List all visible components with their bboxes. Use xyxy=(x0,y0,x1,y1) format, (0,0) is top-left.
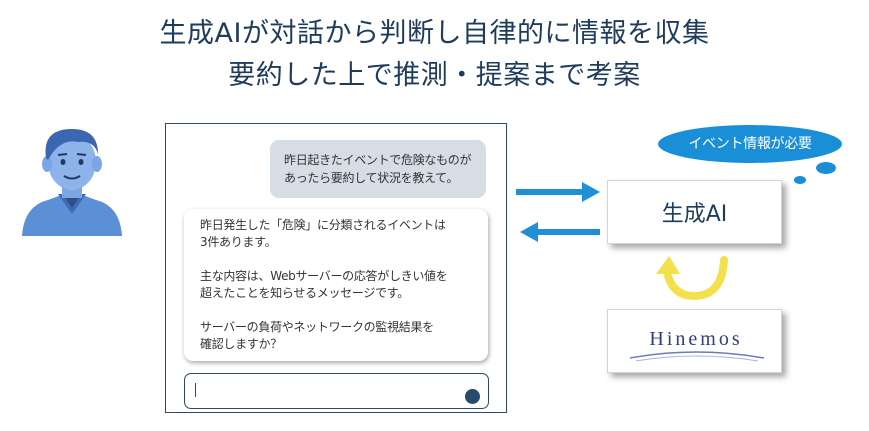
hinemos-box: Hinemos xyxy=(607,309,782,373)
user-message-line: 昨日起きたイベントで危険なものが xyxy=(284,153,472,167)
page-title-line2: 要約した上で推測・提案まで考案 xyxy=(228,60,641,91)
ai-message-line: 超えたことを知らせるメッセージです。 xyxy=(200,286,409,300)
ai-message-line: サーバーの負荷やネットワークの監視結果を xyxy=(200,320,434,334)
ai-message-line: 主な内容は、Webサーバーの応答がしきい値を xyxy=(200,269,448,283)
loop-arrow-icon xyxy=(656,256,728,301)
hinemos-label: Hinemos xyxy=(649,328,742,350)
user-message-bubble: 昨日起きたイベントで危険なものが あったら要約して状況を教えて。 xyxy=(270,140,486,198)
page-title-line1: 生成AIが対話から判断し自律的に情報を収集 xyxy=(159,18,710,49)
ai-message-line: 確認しますか？ xyxy=(200,337,282,351)
arrow-right-icon xyxy=(516,182,600,202)
ai-message-bubble: 昨日発生した「危険」に分類されるイベントは 3件あります。 主な内容は、Webサ… xyxy=(184,209,488,361)
user-message-line: あったら要約して状況を教えて。 xyxy=(284,171,459,185)
chat-input[interactable] xyxy=(184,373,489,409)
exchange-arrows xyxy=(516,182,600,242)
ai-message-line: 3件あります。 xyxy=(200,235,277,249)
send-button-icon[interactable] xyxy=(465,389,480,404)
thought-cloud-icon xyxy=(658,125,842,184)
user-avatar-icon xyxy=(22,128,122,236)
hinemos-logo: Hinemos xyxy=(629,328,765,362)
ai-message-line: 昨日発生した「危険」に分類されるイベントは xyxy=(200,218,446,232)
arrow-left-icon xyxy=(520,222,600,242)
generative-ai-label: 生成AI xyxy=(661,202,728,227)
text-cursor xyxy=(195,383,196,397)
thought-bubble-text: イベント情報が必要 xyxy=(688,136,812,152)
generative-ai-box: 生成AI xyxy=(607,180,782,244)
